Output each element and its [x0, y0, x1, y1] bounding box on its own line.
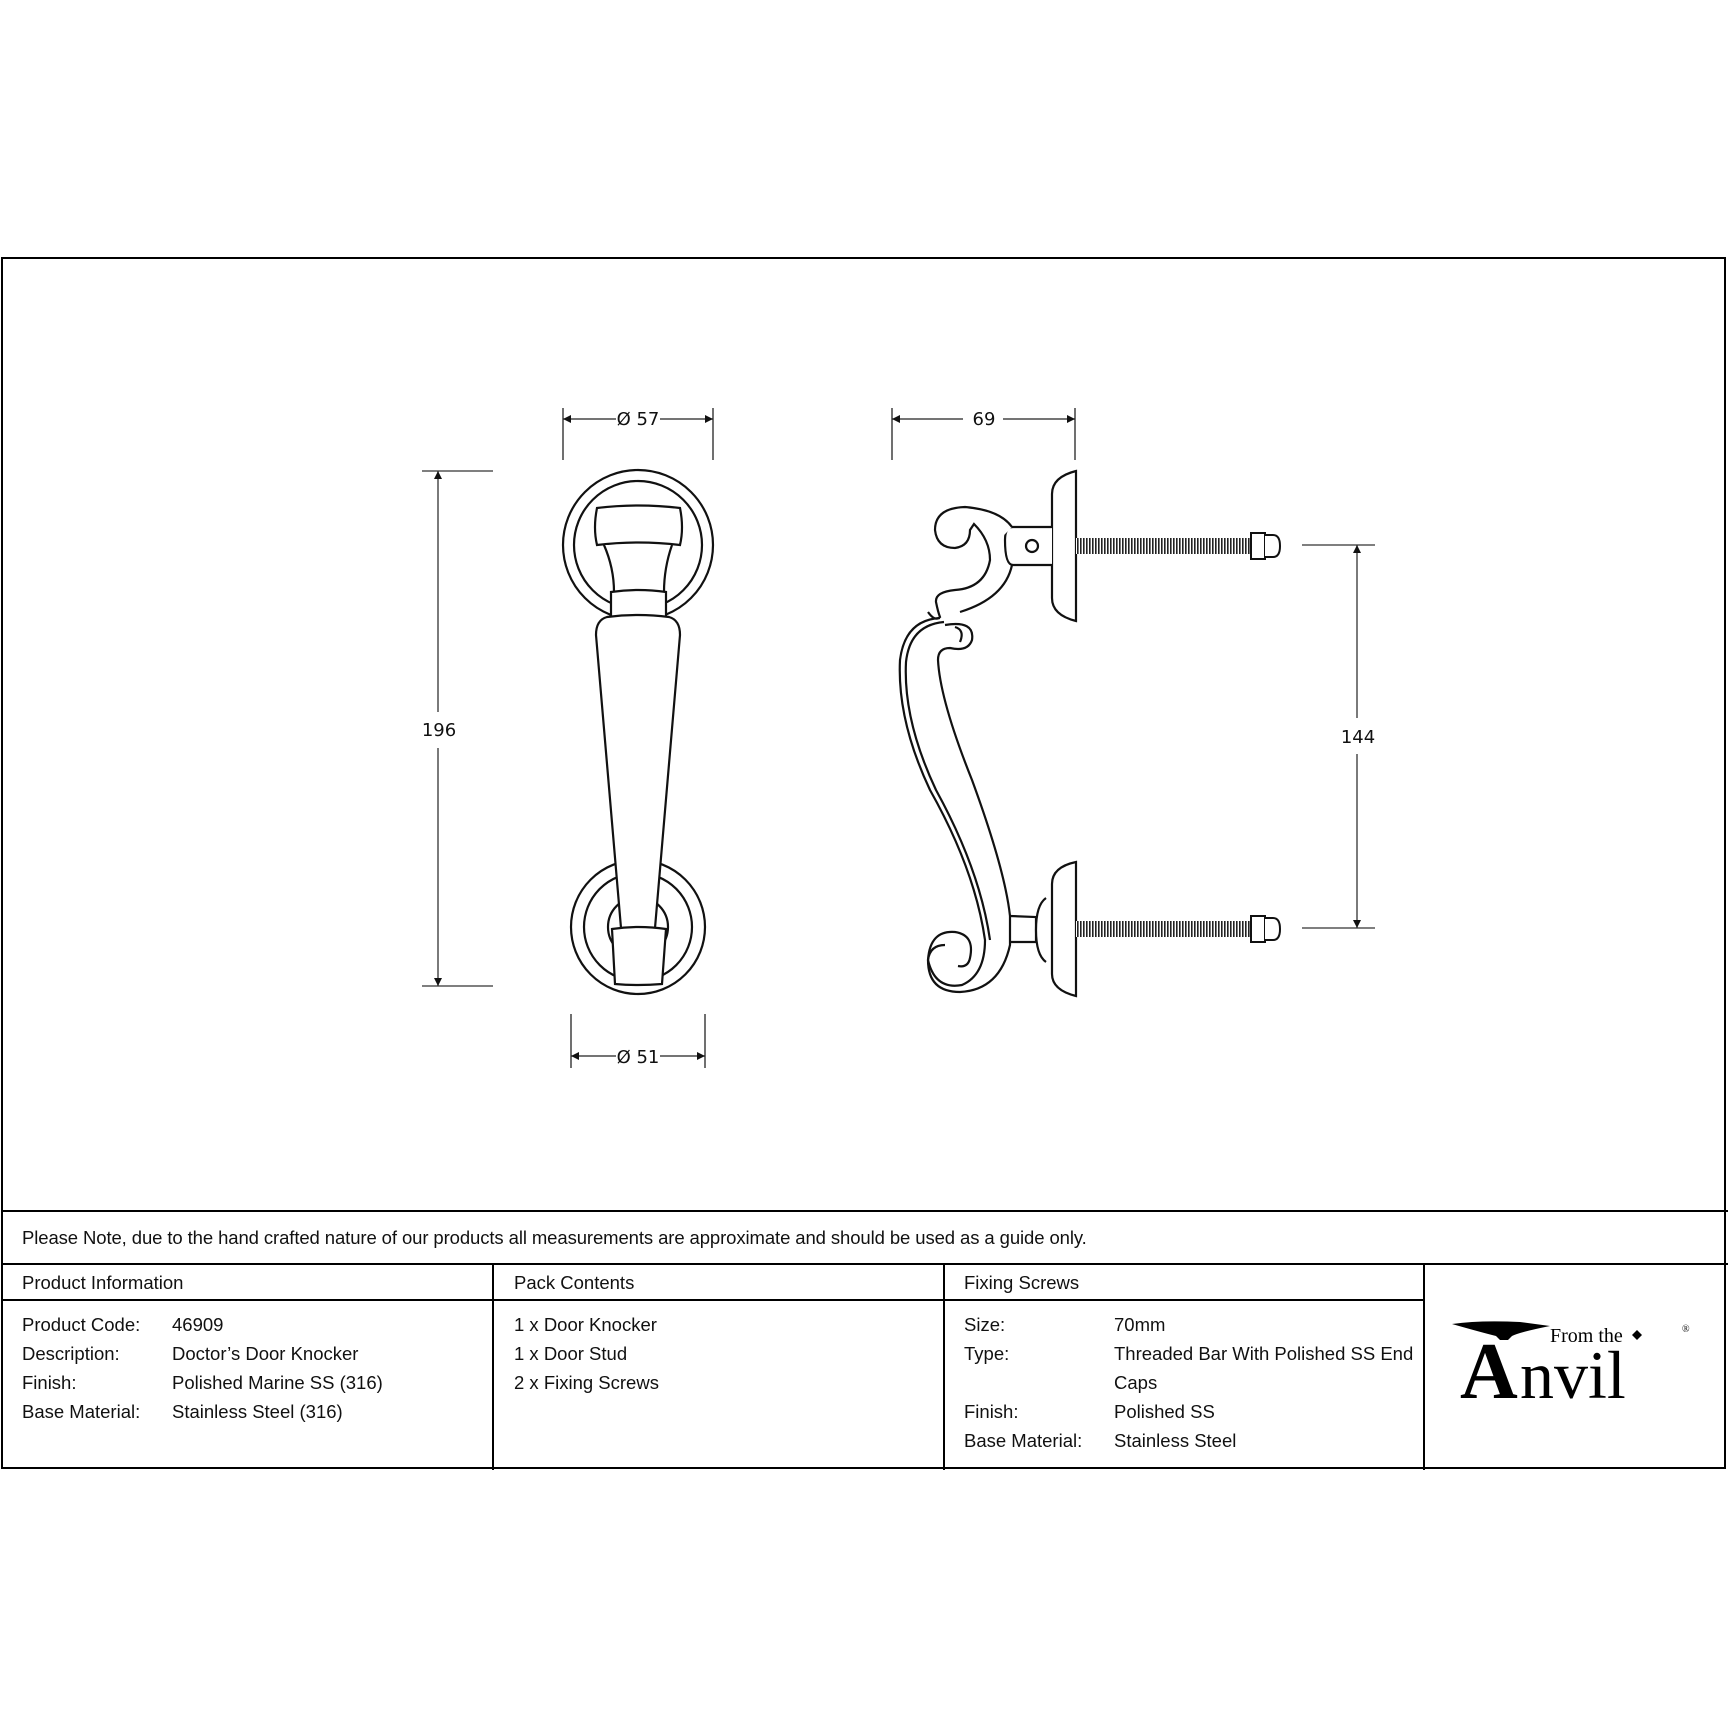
fixing-screw-top	[1076, 532, 1282, 560]
row-label: Base Material:	[22, 1401, 141, 1422]
row-value: Polished Marine SS (316)	[172, 1372, 383, 1393]
logo-initial: A	[1460, 1328, 1518, 1403]
diameter-51-label: Ø 51	[617, 1047, 660, 1068]
projection-69-dimension	[891, 408, 1076, 460]
logo-prefix: From the	[1550, 1325, 1623, 1347]
measurement-note: Please Note, due to the hand crafted nat…	[22, 1227, 1087, 1248]
row-value: Stainless Steel (316)	[172, 1401, 343, 1422]
row-value: Caps	[1114, 1372, 1158, 1393]
column-divider-3	[1423, 1264, 1425, 1470]
row-label: Base Material:	[964, 1430, 1083, 1451]
side-view	[891, 408, 1078, 998]
diameter-51-dimension	[570, 1014, 706, 1068]
row-label: Description:	[22, 1343, 120, 1364]
product-information-heading: Product Information	[22, 1272, 184, 1293]
height-196-label: 196	[422, 720, 456, 741]
column-divider-1	[492, 1264, 494, 1470]
row-value: 46909	[172, 1314, 224, 1335]
row-value: 70mm	[1114, 1314, 1166, 1335]
row-value: Polished SS	[1114, 1401, 1215, 1422]
height-196-dimension	[422, 470, 493, 987]
fixing-centres-144-label: 144	[1341, 727, 1375, 748]
column-divider-2	[943, 1264, 945, 1470]
table-top-divider	[1, 1210, 1728, 1212]
note-divider	[1, 1263, 1728, 1265]
header-divider	[1, 1299, 1424, 1301]
row-label: Finish:	[22, 1372, 77, 1393]
row-value: Doctor’s Door Knocker	[172, 1343, 359, 1364]
registered-mark: ®	[1682, 1324, 1690, 1335]
row-label: Size:	[964, 1314, 1006, 1335]
drawing-sheet-frame	[1, 257, 1726, 1469]
fixing-screws-heading: Fixing Screws	[964, 1272, 1080, 1293]
row-value: Threaded Bar With Polished SS End	[1114, 1343, 1414, 1364]
fixing-centres-144-dimension	[1302, 544, 1375, 929]
fixing-screw-bottom	[1076, 915, 1282, 943]
row-value: Stainless Steel	[1114, 1430, 1237, 1451]
front-view	[422, 408, 715, 1068]
from-the-anvil-logo: A From the nvil ®	[1452, 1321, 1690, 1403]
logo-rest: nvil	[1520, 1337, 1626, 1403]
diamond-icon	[1632, 1330, 1642, 1340]
row-label: Finish:	[964, 1401, 1019, 1422]
row-label: Product Code:	[22, 1314, 141, 1335]
pack-contents-heading: Pack Contents	[514, 1272, 635, 1293]
pack-item: 1 x Door Stud	[514, 1343, 628, 1364]
projection-69-label: 69	[973, 409, 996, 430]
diameter-57-dimension	[562, 408, 714, 460]
pack-item: 2 x Fixing Screws	[514, 1372, 659, 1393]
anvil-icon	[1452, 1321, 1550, 1340]
pack-item: 1 x Door Knocker	[514, 1314, 657, 1335]
row-label: Type:	[964, 1343, 1010, 1364]
diameter-57-label: Ø 57	[617, 409, 660, 430]
